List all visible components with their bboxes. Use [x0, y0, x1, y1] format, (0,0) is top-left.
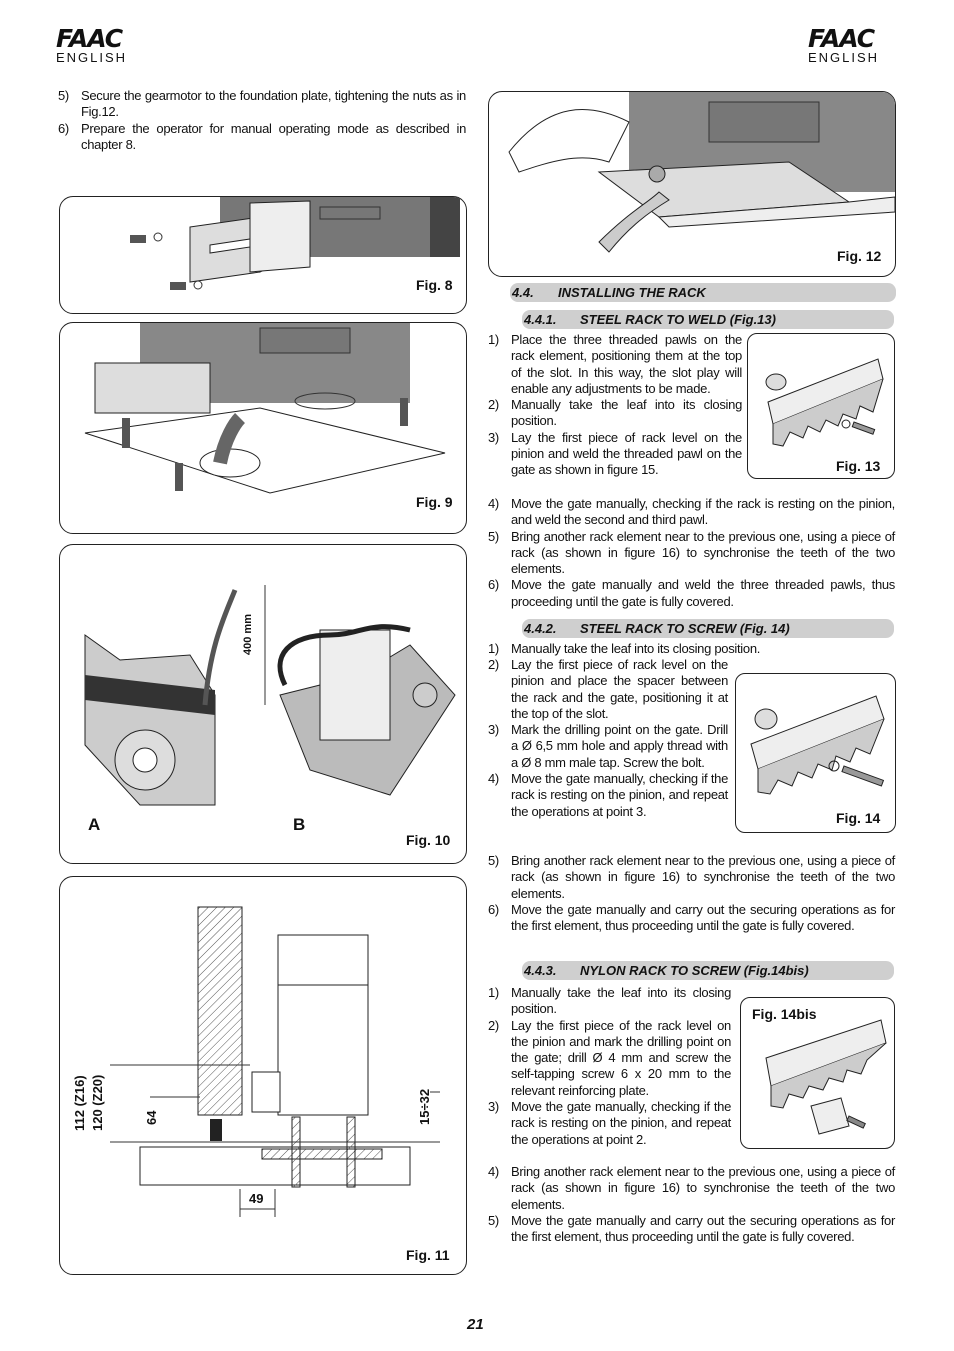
list-item: 6)Move the gate manually and weld the th…	[488, 577, 895, 609]
steps-4-4-2-c: 5)Bring another rack element near to the…	[488, 853, 895, 934]
fig14-label: Fig. 14	[836, 810, 881, 826]
list-item: 5)Move the gate manually and carry out t…	[488, 1212, 895, 1245]
list-item: 6)Move the gate manually and carry out t…	[488, 901, 895, 934]
fig13-illustration	[765, 358, 884, 447]
language-label: ENGLISH	[56, 50, 128, 65]
fig11-illustration	[110, 906, 440, 1217]
figure-14: Fig. 14	[735, 673, 896, 833]
list-item: 3)Lay the first piece of rack level on t…	[488, 429, 742, 478]
section-heading-4-4-1: 4.4.1.STEEL RACK TO WELD (Fig.13)	[522, 310, 894, 329]
steps-4-4-3-b: 4)Bring another rack element near to the…	[488, 1164, 895, 1245]
list-item: 5)Bring another rack element near to the…	[488, 528, 895, 577]
list-item: 4)Move the gate manually, checking if th…	[488, 771, 728, 819]
fig8-label: Fig. 8	[416, 277, 453, 293]
dim-120: 120 (Z20)	[90, 1074, 105, 1131]
language-label: ENGLISH	[808, 50, 880, 65]
list-item: 4)Bring another rack element near to the…	[488, 1164, 895, 1212]
list-item: 1)Manually take the leaf into its closin…	[488, 985, 731, 1017]
steps-4-4-2-b: 2)Lay the first piece of rack level on t…	[488, 657, 728, 820]
section-heading-4-4-2: 4.4.2.STEEL RACK TO SCREW (Fig. 14)	[522, 619, 894, 638]
fig14bis-illustration	[765, 1019, 887, 1135]
fig10-label-b: B	[293, 815, 306, 834]
fig10-illustration	[84, 585, 456, 806]
list-item: 2)Manually take the leaf into its closin…	[488, 397, 742, 429]
steps-4-4-2-a: 1)Manually take the leaf into its closin…	[488, 641, 895, 657]
figure-13: Fig. 13	[747, 333, 895, 479]
section-heading-4-4-3: 4.4.3.NYLON RACK TO SCREW (Fig.14bis)	[522, 961, 894, 980]
list-item: 6)Prepare the operator for manual operat…	[58, 120, 466, 152]
figure-9: Fig. 9	[59, 322, 467, 534]
fig10-label: Fig. 10	[406, 832, 451, 848]
list-item: 1)Manually take the leaf into its closin…	[488, 641, 761, 656]
fig9-label: Fig. 9	[416, 494, 453, 510]
brand-logo: FAAC	[808, 24, 875, 53]
dim-15-32: 15÷32	[417, 1088, 432, 1125]
steps-4-4-1-b: 4)Move the gate manually, checking if th…	[488, 496, 895, 610]
page-number: 21	[467, 1316, 484, 1333]
fig10-dimension: 400 mm	[242, 614, 254, 655]
fig14-illustration	[750, 695, 885, 795]
brand-logo: FAAC	[56, 24, 123, 53]
figure-12: Fig. 12	[488, 91, 896, 277]
list-item: 4)Move the gate manually, checking if th…	[488, 496, 895, 528]
list-item: 3)Mark the drilling point on the gate. D…	[488, 722, 728, 770]
list-item: 3)Move the gate manually, checking if th…	[488, 1099, 731, 1147]
fig13-label: Fig. 13	[836, 458, 881, 474]
list-item: 5)Bring another rack element near to the…	[488, 853, 895, 901]
header-right: FAAC ENGLISH	[808, 26, 879, 65]
intro-steps: 5)Secure the gearmotor to the foundation…	[58, 88, 466, 153]
fig9-illustration	[84, 323, 446, 494]
list-item: 2)Lay the first piece of rack level on t…	[488, 657, 728, 721]
fig8-illustration	[130, 197, 460, 290]
figure-14bis: Fig. 14bis	[740, 997, 895, 1149]
fig10-label-a: A	[88, 815, 101, 834]
fig11-label: Fig. 11	[406, 1247, 450, 1263]
steps-4-4-1-a: 1)Place the three threaded pawls on the …	[488, 332, 742, 479]
fig12-label: Fig. 12	[837, 248, 882, 264]
list-item: 5)Secure the gearmotor to the foundation…	[58, 88, 466, 120]
dim-112: 112 (Z16)	[72, 1075, 87, 1131]
fig12-illustration	[508, 92, 895, 253]
dim-64: 64	[144, 1110, 159, 1125]
list-item: 1)Place the three threaded pawls on the …	[488, 332, 742, 396]
steps-4-4-3-a: 1)Manually take the leaf into its closin…	[488, 985, 731, 1148]
header-left: FAAC ENGLISH	[56, 26, 127, 65]
figure-10: 400 mm A B Fig. 10	[59, 544, 467, 864]
figure-8: Fig. 8	[59, 196, 467, 314]
figure-11: 112 (Z16) 120 (Z20) 64 15÷32 49 Fig. 11	[59, 876, 467, 1275]
fig14bis-label: Fig. 14bis	[752, 1006, 817, 1022]
section-heading-4-4: 4.4.INSTALLING THE RACK	[510, 283, 896, 302]
list-item: 2)Lay the first piece of the rack level …	[488, 1017, 731, 1098]
dim-49: 49	[249, 1191, 264, 1206]
